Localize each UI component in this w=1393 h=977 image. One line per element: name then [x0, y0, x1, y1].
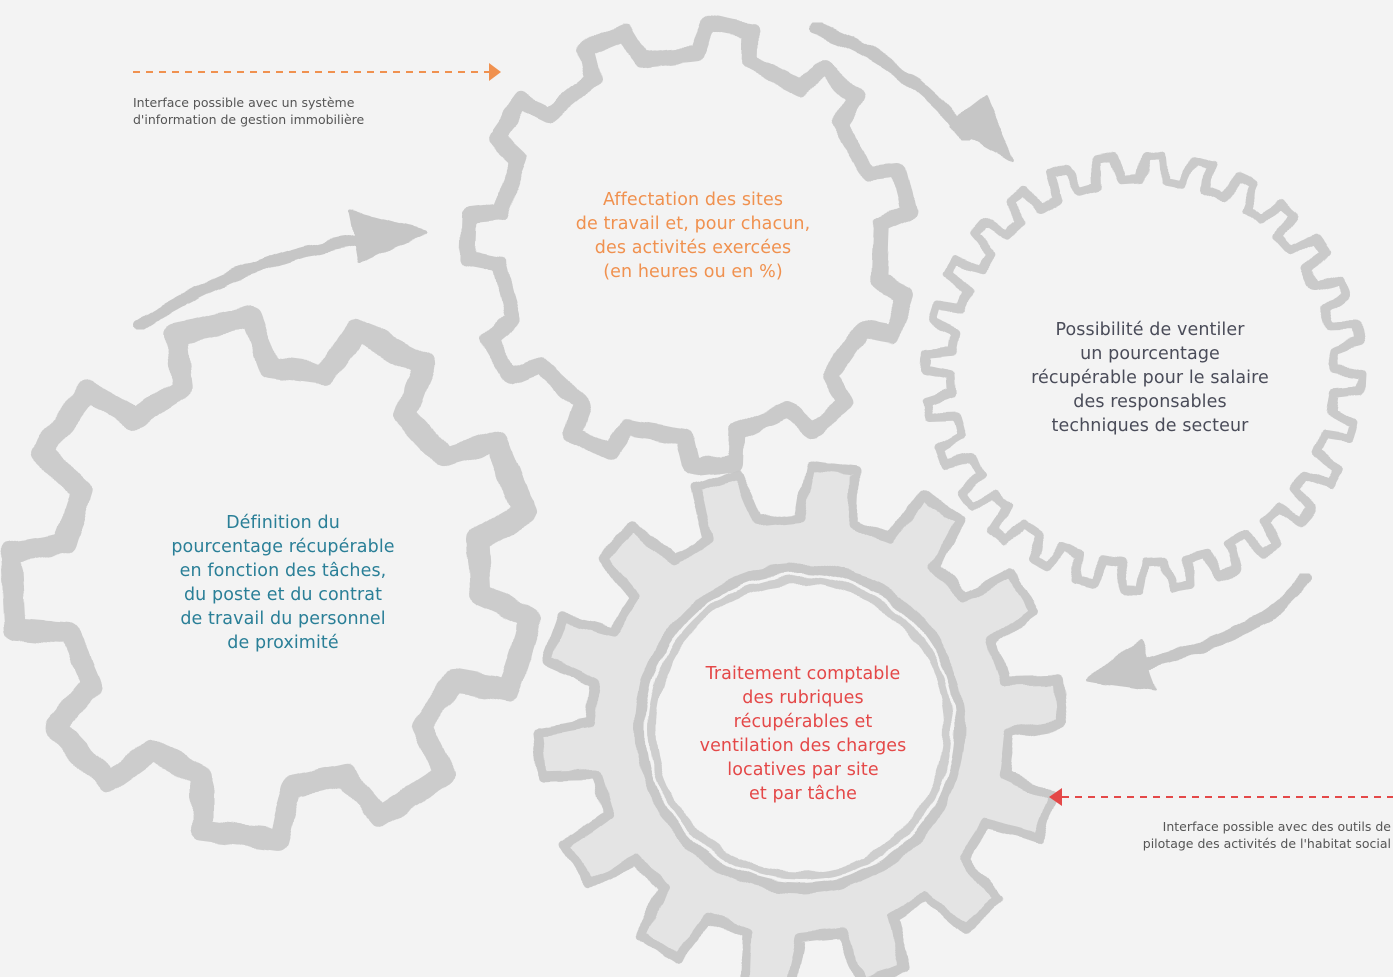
step-definition-line: du poste et du contrat — [183, 585, 383, 605]
interface-note-top: Interface possible avec un système d'inf… — [133, 94, 364, 128]
step-definition-line: de travail du personnel — [180, 609, 386, 629]
step-traitement-line: des rubriques — [742, 688, 864, 708]
step-ventilation-line: un pourcentage — [1080, 344, 1220, 364]
step-ventilation-line: des responsables — [1073, 392, 1227, 412]
step-definition: Définition du pourcentage récupérable en… — [133, 511, 433, 655]
arrow-top-to-right-shaft — [810, 22, 972, 141]
arrow-top-to-right — [810, 22, 1014, 162]
interface-note-top-line2: d'information de gestion immobilière — [133, 112, 365, 127]
interface-note-bottom: Interface possible avec des outils de pi… — [1143, 818, 1391, 852]
step-definition-line: en fonction des tâches, — [179, 561, 387, 581]
gear-definition — [0, 305, 542, 851]
step-affectation-line: des activités exercées — [594, 238, 792, 258]
step-ventilation-line: Possibilité de ventiler — [1055, 320, 1245, 340]
step-definition-line: Définition du — [226, 513, 340, 533]
step-affectation-line: de travail et, pour chacun, — [575, 214, 811, 234]
interface-arrowhead-bottom — [1049, 788, 1062, 806]
step-traitement-line: et par tâche — [748, 784, 858, 804]
arrow-top-to-right-head — [948, 96, 1014, 162]
gear-ventilation — [920, 149, 1366, 595]
step-affectation-line: (en heures ou en %) — [603, 262, 783, 282]
interface-note-bottom-line1: Interface possible avec des outils de — [1162, 819, 1391, 834]
step-ventilation-line: récupérable pour le salaire — [1031, 368, 1269, 388]
arrow-left-to-top-shaft — [134, 232, 376, 331]
step-affectation-line: Affectation des sites — [602, 190, 784, 210]
step-traitement-line: récupérables et — [733, 712, 873, 732]
gear-traitement-ring — [648, 576, 952, 880]
step-definition-line: de proximité — [227, 633, 339, 653]
step-traitement: Traitement comptable des rubriques récup… — [653, 662, 953, 806]
interface-arrowhead-top — [489, 63, 501, 81]
step-ventilation-line: techniques de secteur — [1051, 416, 1249, 436]
arrow-right-to-bottom — [1086, 572, 1311, 692]
arrow-left-to-top-head — [348, 210, 427, 264]
step-definition-line: pourcentage récupérable — [171, 537, 395, 557]
step-traitement-line: ventilation des charges — [699, 736, 907, 756]
gear-affectation — [460, 15, 918, 475]
arrow-right-to-bottom-shaft — [1124, 572, 1311, 674]
interface-note-bottom-line2: pilotage des activités de l'habitat soci… — [1142, 836, 1391, 851]
step-affectation: Affectation des sites de travail et, pou… — [543, 188, 843, 284]
arrow-right-to-bottom-head — [1086, 638, 1157, 692]
step-ventilation: Possibilité de ventiler un pourcentage r… — [1000, 318, 1300, 438]
interface-note-top-line1: Interface possible avec un système — [133, 95, 355, 110]
gear-traitement — [533, 461, 1067, 977]
step-traitement-line: Traitement comptable — [705, 664, 901, 684]
arrow-left-to-top — [134, 210, 427, 331]
step-traitement-line: locatives par site — [727, 760, 879, 780]
